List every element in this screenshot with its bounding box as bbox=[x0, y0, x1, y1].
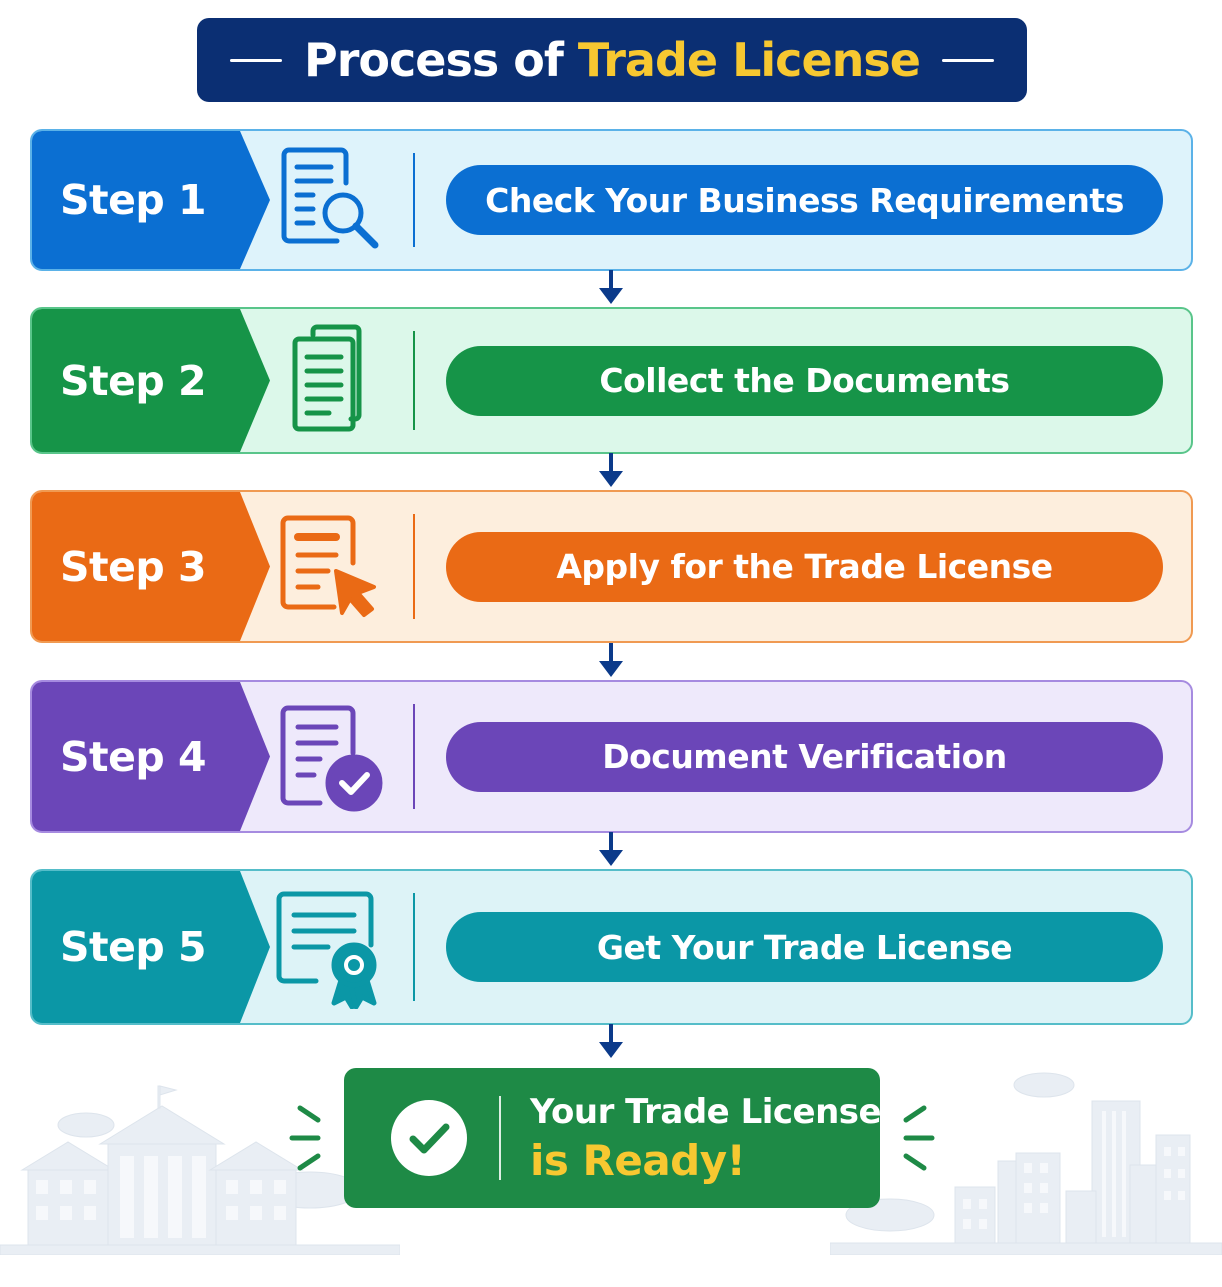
step-1-divider bbox=[413, 153, 415, 247]
step-2-label: Collect the Documents bbox=[599, 361, 1010, 400]
step-1-chevron bbox=[236, 131, 270, 269]
document-check-icon bbox=[260, 682, 400, 831]
step-3-row: Step 3 Apply for the Trade License bbox=[30, 490, 1193, 643]
title-dash-left bbox=[230, 58, 283, 62]
step-3-badge-label: Step 3 bbox=[60, 542, 207, 591]
page-title-banner: Process of Trade License bbox=[197, 18, 1027, 102]
step-4-row: Step 4 Document Verification bbox=[30, 680, 1193, 833]
step-1-badge: Step 1 bbox=[32, 131, 238, 269]
step-1-badge-label: Step 1 bbox=[60, 176, 207, 224]
step-5-chevron bbox=[236, 871, 270, 1023]
step-5-divider bbox=[413, 893, 415, 1001]
step-4-badge: Step 4 bbox=[32, 682, 238, 831]
document-search-icon bbox=[260, 131, 400, 269]
document-cursor-icon bbox=[260, 492, 400, 641]
step-3-label: Apply for the Trade License bbox=[556, 547, 1053, 586]
step-4-divider bbox=[413, 704, 415, 809]
arrow-down-icon bbox=[599, 832, 623, 866]
step-5-row: Step 5 Get Your Trade License bbox=[30, 869, 1193, 1025]
step-2-badge: Step 2 bbox=[32, 309, 238, 452]
certificate-award-icon bbox=[260, 871, 400, 1023]
documents-stack-icon bbox=[260, 309, 400, 452]
step-3-badge: Step 3 bbox=[32, 492, 238, 641]
city-skyline-illustration bbox=[830, 1072, 1222, 1255]
step-3-divider bbox=[413, 514, 415, 619]
arrow-down-icon bbox=[599, 270, 623, 304]
page-title: Process of Trade License bbox=[304, 33, 921, 87]
step-1-row: Step 1 Check Your Business Requirements bbox=[30, 129, 1193, 271]
step-1-pill: Check Your Business Requirements bbox=[446, 165, 1163, 235]
step-2-row: Step 2 Collect the Documents bbox=[30, 307, 1193, 454]
arrow-down-icon bbox=[599, 643, 623, 677]
step-2-badge-label: Step 2 bbox=[60, 356, 207, 405]
arrow-down-icon bbox=[599, 1024, 623, 1058]
step-2-divider bbox=[413, 331, 415, 430]
license-ready-banner: Your Trade License is Ready! bbox=[344, 1068, 882, 1208]
title-prefix: Process of bbox=[304, 33, 564, 87]
step-5-badge: Step 5 bbox=[32, 871, 238, 1023]
step-4-chevron bbox=[236, 682, 270, 831]
final-message-line-2: is Ready! bbox=[530, 1136, 746, 1185]
step-3-pill: Apply for the Trade License bbox=[446, 531, 1163, 602]
final-divider bbox=[499, 1096, 501, 1180]
step-4-label: Document Verification bbox=[602, 737, 1007, 776]
step-4-pill: Document Verification bbox=[446, 721, 1163, 792]
final-message-line-1: Your Trade License bbox=[530, 1092, 882, 1132]
step-2-pill: Collect the Documents bbox=[446, 345, 1163, 416]
step-5-badge-label: Step 5 bbox=[60, 923, 207, 971]
government-building-illustration bbox=[0, 1085, 400, 1255]
check-circle-icon bbox=[391, 1100, 467, 1176]
step-1-label: Check Your Business Requirements bbox=[485, 180, 1124, 220]
step-5-label: Get Your Trade License bbox=[596, 927, 1013, 967]
arrow-down-icon bbox=[599, 453, 623, 487]
step-5-pill: Get Your Trade License bbox=[446, 912, 1163, 982]
sparkle-right-icon bbox=[903, 1105, 935, 1171]
step-2-chevron bbox=[236, 309, 270, 452]
title-dash-right bbox=[941, 58, 994, 62]
step-3-chevron bbox=[236, 492, 270, 641]
title-accent: Trade License bbox=[577, 33, 921, 87]
step-4-badge-label: Step 4 bbox=[60, 732, 207, 781]
sparkle-left-icon bbox=[289, 1105, 321, 1171]
